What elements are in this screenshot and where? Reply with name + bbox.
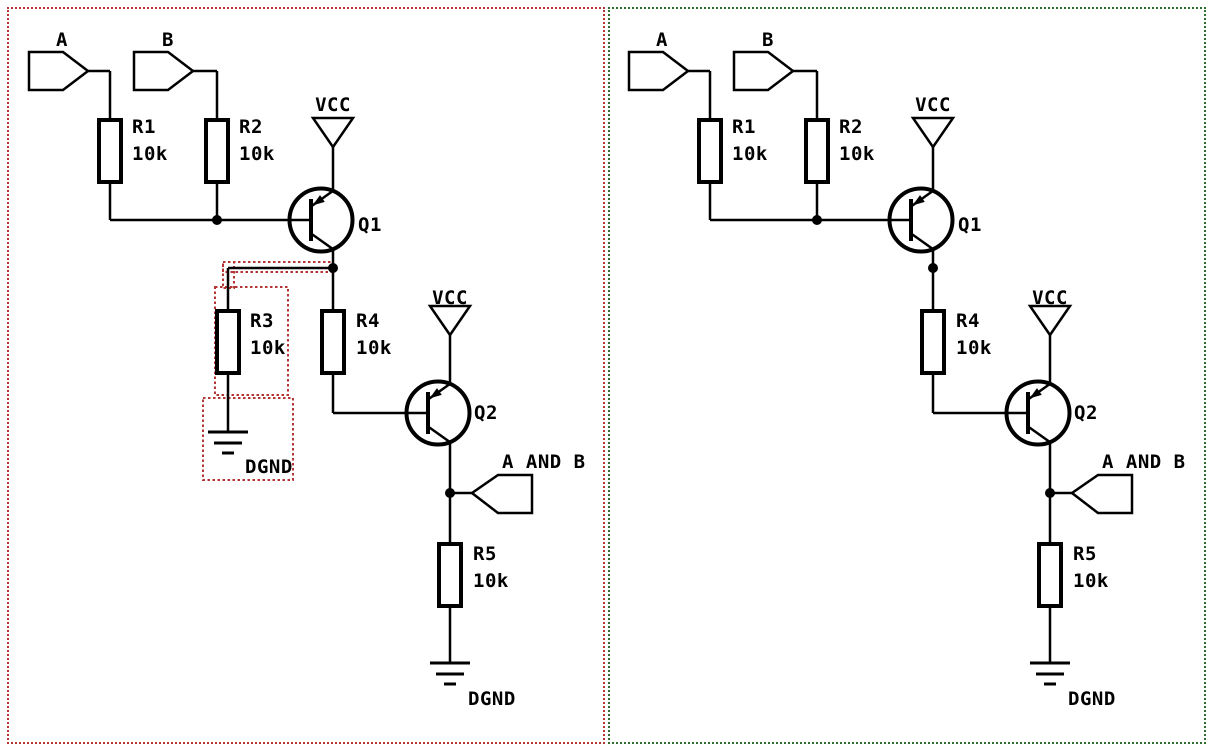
junction-dot xyxy=(812,215,822,225)
r1-ref-label: R1 xyxy=(132,116,156,138)
left-circuit: A B R1 10k R2 10k VCC Q1 R3 10k R4 10k D… xyxy=(27,29,586,710)
resistor-r2 xyxy=(204,118,230,184)
r3-value-label: 10k xyxy=(250,337,286,359)
q2-ref-label: Q2 xyxy=(1074,402,1098,424)
dgnd-r5-label: DGND xyxy=(468,688,516,710)
r1-ref-label: R1 xyxy=(732,116,756,138)
vcc-q1-label: VCC xyxy=(915,94,951,116)
port-b-label: B xyxy=(762,29,774,51)
input-port-b xyxy=(732,50,795,92)
r5-ref-label: R5 xyxy=(1073,543,1097,565)
r5-value-label: 10k xyxy=(473,570,509,592)
r5-ref-label: R5 xyxy=(473,543,497,565)
r2-value-label: 10k xyxy=(239,143,275,165)
junction-dot xyxy=(212,215,222,225)
resistor-r3 xyxy=(215,309,241,375)
vcc-q1-label: VCC xyxy=(315,94,351,116)
r4-value-label: 10k xyxy=(356,337,392,359)
port-a-label: A xyxy=(56,29,68,51)
dgnd-r3-label: DGND xyxy=(245,456,293,478)
output-port-label: A AND B xyxy=(1102,451,1186,473)
r2-value-label: 10k xyxy=(839,143,875,165)
resistor-r1 xyxy=(97,118,123,184)
resistor-r5 xyxy=(1037,542,1063,608)
junction-dot xyxy=(328,263,338,273)
vcc-symbol-q1 xyxy=(911,116,955,149)
resistor-r2 xyxy=(804,118,830,184)
vcc-symbol-q2 xyxy=(1028,304,1072,337)
port-b-label: B xyxy=(162,29,174,51)
r4-ref-label: R4 xyxy=(356,310,380,332)
junction-dot xyxy=(1045,488,1055,498)
vcc-q2-label: VCC xyxy=(1032,287,1068,309)
resistor-r4 xyxy=(920,309,946,375)
input-port-a xyxy=(27,50,90,92)
r1-value-label: 10k xyxy=(132,143,168,165)
r4-ref-label: R4 xyxy=(956,310,980,332)
left-schematic-panel-border xyxy=(7,7,605,744)
output-port xyxy=(1070,473,1134,515)
r3-ref-label: R3 xyxy=(250,310,274,332)
output-port-label: A AND B xyxy=(502,451,586,473)
q2-ref-label: Q2 xyxy=(474,402,498,424)
resistor-r4 xyxy=(320,309,346,375)
ground-symbol-r3 xyxy=(206,430,250,455)
input-port-a xyxy=(627,50,690,92)
vcc-q2-label: VCC xyxy=(432,287,468,309)
junction-dot xyxy=(445,488,455,498)
right-circuit: A B R1 10k R2 10k VCC Q1 R4 10k VCC Q2 A… xyxy=(627,29,1186,710)
q1-ref-label: Q1 xyxy=(358,214,382,236)
vcc-symbol-q2 xyxy=(428,304,472,337)
port-a-label: A xyxy=(656,29,668,51)
input-port-b xyxy=(132,50,195,92)
r2-ref-label: R2 xyxy=(239,116,263,138)
vcc-symbol-q1 xyxy=(311,116,355,149)
r1-value-label: 10k xyxy=(732,143,768,165)
removed-highlight-box-dgnd xyxy=(202,397,294,481)
dgnd-r5-label: DGND xyxy=(1068,688,1116,710)
output-port xyxy=(470,473,534,515)
r4-value-label: 10k xyxy=(956,337,992,359)
r5-value-label: 10k xyxy=(1073,570,1109,592)
resistor-r5 xyxy=(437,542,463,608)
resistor-r1 xyxy=(697,118,723,184)
right-schematic-panel-border xyxy=(608,7,1206,744)
removed-highlight-box-r3 xyxy=(214,286,289,396)
q1-ref-label: Q1 xyxy=(958,214,982,236)
ground-symbol-r5 xyxy=(428,661,472,686)
r2-ref-label: R2 xyxy=(839,116,863,138)
ground-symbol-r5 xyxy=(1028,661,1072,686)
junction-dot xyxy=(928,263,938,273)
